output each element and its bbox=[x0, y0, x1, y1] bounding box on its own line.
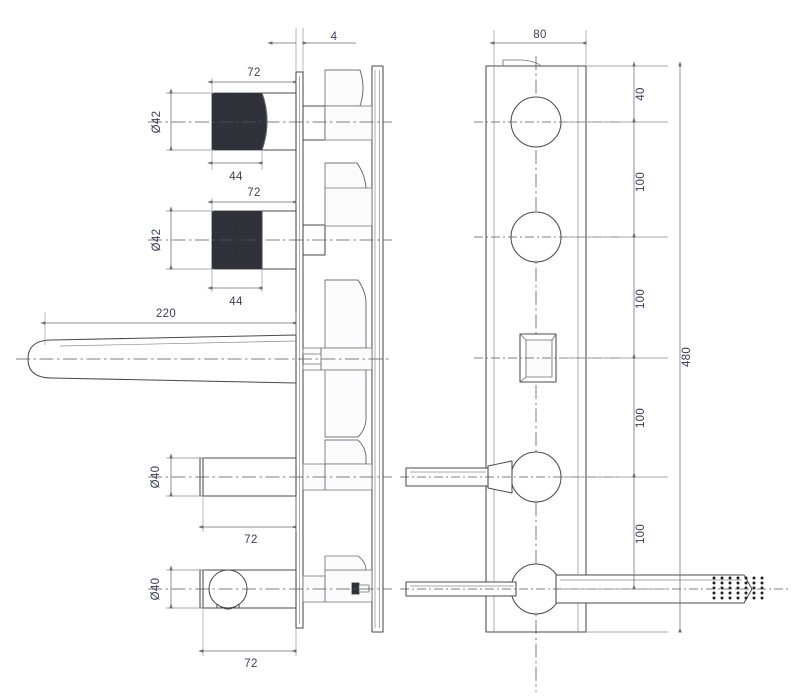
lower-valve-assembly bbox=[148, 162, 392, 270]
side-elevation-view: 4 bbox=[16, 28, 392, 670]
dim-valve1-projection: 72 bbox=[207, 67, 297, 92]
dim-valve1-diameter: Ø42 bbox=[151, 88, 214, 151]
dim-label-valve1-body-length: 44 bbox=[229, 171, 243, 183]
dim-valve1-body-length: 44 bbox=[207, 150, 263, 183]
dim-label-spacing-1: 100 bbox=[635, 172, 647, 192]
dim-plate-thickness: 4 bbox=[267, 28, 356, 72]
diverter-handle bbox=[148, 439, 392, 497]
dim-holder-projection: 72 bbox=[198, 608, 297, 670]
valve-port-2 bbox=[510, 211, 562, 263]
dim-plate-width: 80 bbox=[489, 29, 587, 72]
front-vertical-dim-chain: 40 100 100 100 100 480 bbox=[560, 61, 693, 633]
dim-label-holder-projection: 72 bbox=[244, 658, 257, 670]
dim-label-valve1-diameter: Ø42 bbox=[151, 111, 163, 134]
dim-label-spout-projection: 220 bbox=[156, 308, 176, 320]
front-elevation-view: 80 bbox=[400, 29, 790, 692]
front-ports bbox=[400, 96, 790, 615]
dim-label-valve2-projection: 72 bbox=[247, 187, 260, 199]
dim-label-valve2-diameter: Ø42 bbox=[151, 229, 163, 252]
dim-label-spacing-3: 100 bbox=[635, 408, 647, 428]
dim-label-overall-height: 480 bbox=[681, 347, 693, 367]
upper-valve-assembly bbox=[148, 69, 392, 151]
dim-label-spacing-4: 100 bbox=[635, 524, 647, 544]
dim-handle-diameter: Ø40 bbox=[150, 453, 204, 497]
valve-port-1 bbox=[510, 96, 562, 148]
dim-label-valve1-projection: 72 bbox=[247, 67, 260, 79]
dim-holder-diameter: Ø40 bbox=[150, 565, 204, 609]
dim-spout-projection: 220 bbox=[40, 308, 297, 345]
dim-label-top-offset: 40 bbox=[635, 87, 647, 100]
dim-label-handle-diameter: Ø40 bbox=[150, 466, 162, 489]
handshower-outlet bbox=[148, 555, 392, 610]
dim-label-holder-diameter: Ø40 bbox=[150, 578, 162, 601]
dim-valve2-body-length: 44 bbox=[207, 269, 263, 308]
dim-label-valve2-body-length: 44 bbox=[229, 296, 243, 308]
spray-face-pattern bbox=[712, 576, 764, 600]
dim-label-plate-width: 80 bbox=[533, 29, 546, 41]
front-plate-outline bbox=[485, 56, 587, 692]
dim-label-spacing-2: 100 bbox=[635, 289, 647, 309]
dim-valve2-projection: 72 bbox=[207, 187, 297, 212]
knurl-texture bbox=[217, 227, 255, 253]
bath-spout bbox=[16, 279, 392, 438]
dim-label-handle-projection: 72 bbox=[244, 534, 257, 546]
dim-handle-projection: 72 bbox=[198, 496, 297, 546]
dim-label-plate-thickness: 4 bbox=[331, 31, 338, 43]
dim-valve2-diameter: Ø42 bbox=[151, 206, 214, 270]
